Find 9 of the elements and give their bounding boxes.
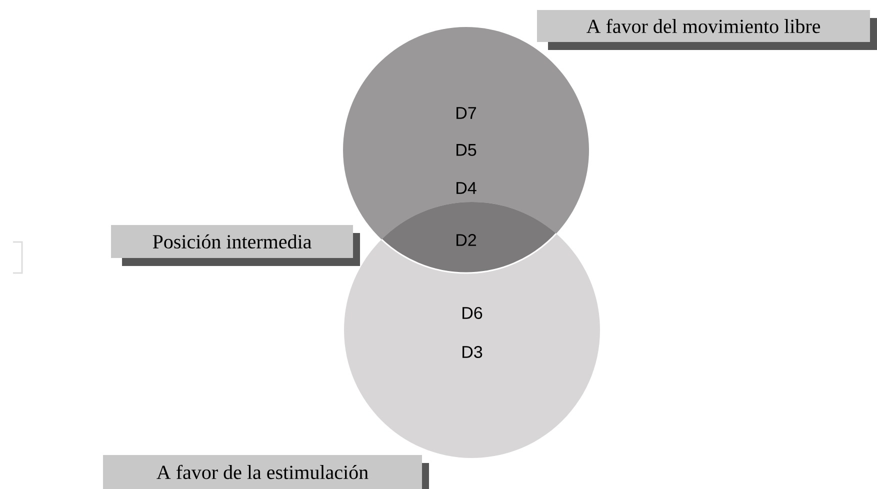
circle-label: D7 [456, 107, 476, 119]
label-box: Posición intermedia [111, 224, 360, 266]
circle-label: D2 [456, 234, 476, 246]
circle-label: D6 [462, 306, 482, 319]
circle-label: D3 [462, 346, 482, 358]
label-box: A favor de la estimulación [103, 454, 429, 489]
circle-label: D5 [456, 144, 476, 156]
label-box: A favor del movimiento libre [537, 10, 877, 50]
circle-label: D4 [456, 182, 476, 194]
